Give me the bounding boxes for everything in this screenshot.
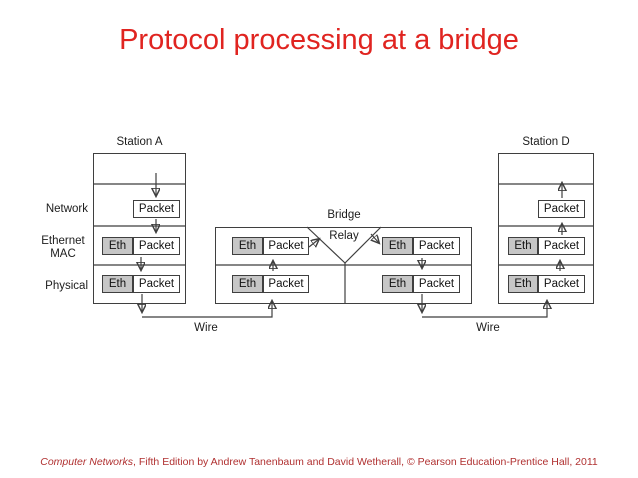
station-a-physical-eth-box: Eth [102,275,133,293]
station-a-network-packet-box: Packet [133,200,180,218]
layer-label-ethernet-mac: Ethernet MAC [33,235,93,260]
footer-credit: Computer Networks, Fifth Edition by Andr… [0,456,638,469]
bridge-left-physical-eth-box: Eth [232,275,263,293]
relay-label: Relay [329,230,359,242]
bridge-right-mac-packet-box: Packet [413,237,460,255]
bridge-right-physical-eth-box: Eth [382,275,413,293]
station-a-box [93,153,186,304]
station-d-physical-eth-box: Eth [508,275,538,293]
ethernet-label: Ethernet [41,235,85,247]
layer-label-physical: Physical [45,280,88,292]
station-a-mac-eth-box: Eth [102,237,133,255]
station-a-mac-packet-box: Packet [133,237,180,255]
layer-label-network: Network [45,203,88,215]
mac-label: MAC [50,247,76,260]
station-d-mac-eth-box: Eth [508,237,538,255]
station-a-label: Station A [116,136,163,148]
station-d-physical-packet-box: Packet [538,275,585,293]
station-d-network-packet-box: Packet [538,200,585,218]
station-a-physical-packet-box: Packet [133,275,180,293]
station-d-mac-packet-box: Packet [538,237,585,255]
bridge-left-mac-eth-box: Eth [232,237,263,255]
footer-credits-text: , Fifth Edition by Andrew Tanenbaum and … [133,456,598,468]
bridge-left-physical-packet-box: Packet [263,275,309,293]
bridge-label: Bridge [327,209,361,221]
wire-right-label: Wire [476,322,500,334]
bridge-right-physical-packet-box: Packet [413,275,460,293]
bridge-left-mac-packet-box: Packet [263,237,309,255]
station-d-label: Station D [522,136,570,148]
footer-book-title: Computer Networks [40,456,134,468]
bridge-right-mac-eth-box: Eth [382,237,413,255]
wire-left-label: Wire [194,322,218,334]
slide-title: Protocol processing at a bridge [119,24,519,56]
